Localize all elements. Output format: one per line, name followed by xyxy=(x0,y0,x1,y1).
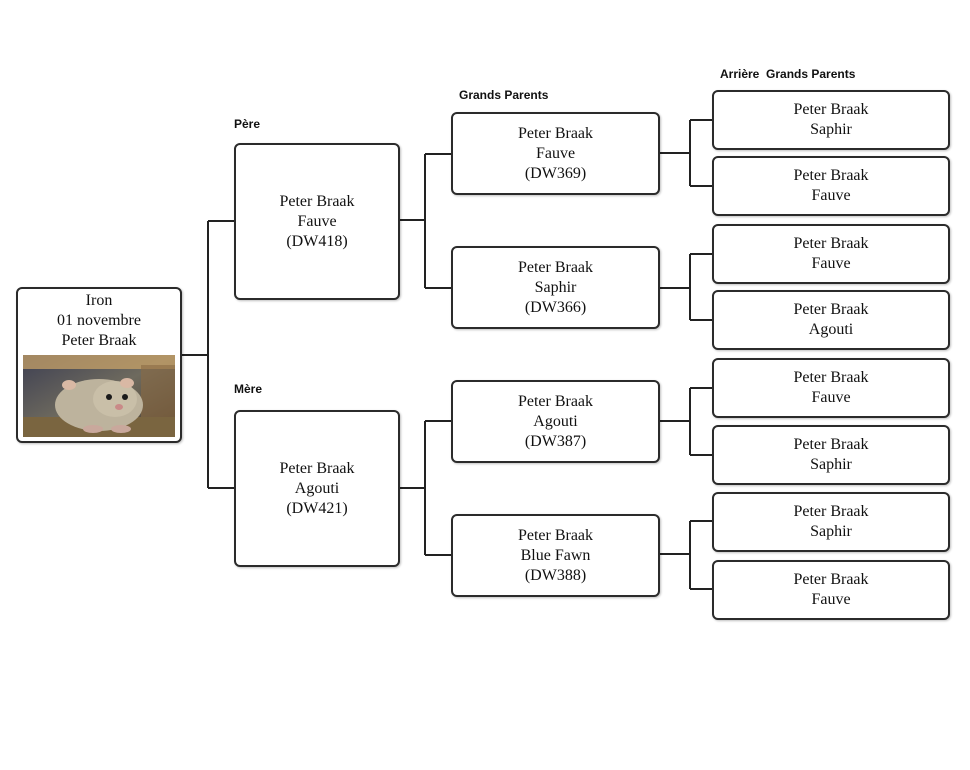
great-grandparent-color: Fauve xyxy=(811,187,851,204)
great-grandparent-breeder: Peter Braak xyxy=(793,571,869,588)
great-grandparent-breeder: Peter Braak xyxy=(793,436,869,453)
great-grandparent-card: Peter Braak Saphir xyxy=(712,492,950,552)
father-breeder: Peter Braak xyxy=(279,192,355,210)
great-grandparent-card: Peter Braak Fauve xyxy=(712,156,950,216)
father-color: Fauve xyxy=(297,212,337,230)
grandparent-breeder: Peter Braak xyxy=(517,124,594,142)
great-grandparent-card: Peter Braak Fauve xyxy=(712,560,950,620)
grandparent-code: (DW369) xyxy=(524,164,587,182)
great-grandparent-color: Saphir xyxy=(810,523,852,540)
great-grandparent-breeder: Peter Braak xyxy=(793,235,869,252)
father-code: (DW418) xyxy=(286,232,348,250)
great-grandparent-breeder: Peter Braak xyxy=(793,503,869,520)
subject-breeder: Peter Braak xyxy=(61,332,137,349)
father-card: Peter Braak Fauve (DW418) xyxy=(234,143,400,300)
grandparent-card: Peter Braak Fauve (DW369) xyxy=(451,112,660,195)
great-grandparent-card: Peter Braak Fauve xyxy=(712,224,950,284)
subject-date: 01 novembre xyxy=(57,312,141,329)
great-grandparent-card: Peter Braak Saphir xyxy=(712,90,950,150)
great-grandparent-card: Peter Braak Agouti xyxy=(712,290,950,350)
great-grandparent-color: Fauve xyxy=(811,389,851,406)
mother-card: Peter Braak Agouti (DW421) xyxy=(234,410,400,567)
subject-name: Iron xyxy=(85,292,113,309)
mother-breeder: Peter Braak xyxy=(279,459,355,477)
great-grandparents-header: Arrière Grands Parents xyxy=(720,67,856,81)
great-grandparent-breeder: Peter Braak xyxy=(793,167,869,184)
great-grandparent-color: Agouti xyxy=(808,321,854,338)
grandparents-header: Grands Parents xyxy=(459,88,549,102)
grandparent-breeder: Peter Braak xyxy=(517,392,594,410)
grandparent-card: Peter Braak Blue Fawn (DW388) xyxy=(451,514,660,597)
grandparent-color: Blue Fawn xyxy=(520,546,591,564)
grandparent-breeder: Peter Braak xyxy=(517,258,594,276)
mother-color: Agouti xyxy=(294,479,340,497)
great-grandparent-breeder: Peter Braak xyxy=(793,369,869,386)
great-grandparent-color: Fauve xyxy=(811,255,851,272)
grandparent-code: (DW366) xyxy=(524,298,587,316)
grandparent-code: (DW388) xyxy=(524,566,587,584)
mother-code: (DW421) xyxy=(286,499,348,517)
grandparent-card: Peter Braak Agouti (DW387) xyxy=(451,380,660,463)
grandparent-code: (DW387) xyxy=(524,432,587,450)
grandparent-breeder: Peter Braak xyxy=(517,526,594,544)
great-grandparent-breeder: Peter Braak xyxy=(793,101,869,118)
great-grandparent-card: Peter Braak Saphir xyxy=(712,425,950,485)
hamster-photo-icon xyxy=(23,355,175,437)
grandparent-color: Saphir xyxy=(534,278,577,296)
great-grandparent-color: Fauve xyxy=(811,591,851,608)
mother-header: Mère xyxy=(234,382,263,396)
subject-card: Iron 01 novembre Peter Braak xyxy=(16,287,182,443)
grandparent-color: Agouti xyxy=(533,412,578,430)
great-grandparent-breeder: Peter Braak xyxy=(793,301,869,318)
grandparent-color: Fauve xyxy=(535,144,576,162)
great-grandparent-color: Saphir xyxy=(810,456,852,473)
great-grandparent-color: Saphir xyxy=(810,121,852,138)
great-grandparent-card: Peter Braak Fauve xyxy=(712,358,950,418)
father-header: Père xyxy=(234,117,261,131)
grandparent-card: Peter Braak Saphir (DW366) xyxy=(451,246,660,329)
